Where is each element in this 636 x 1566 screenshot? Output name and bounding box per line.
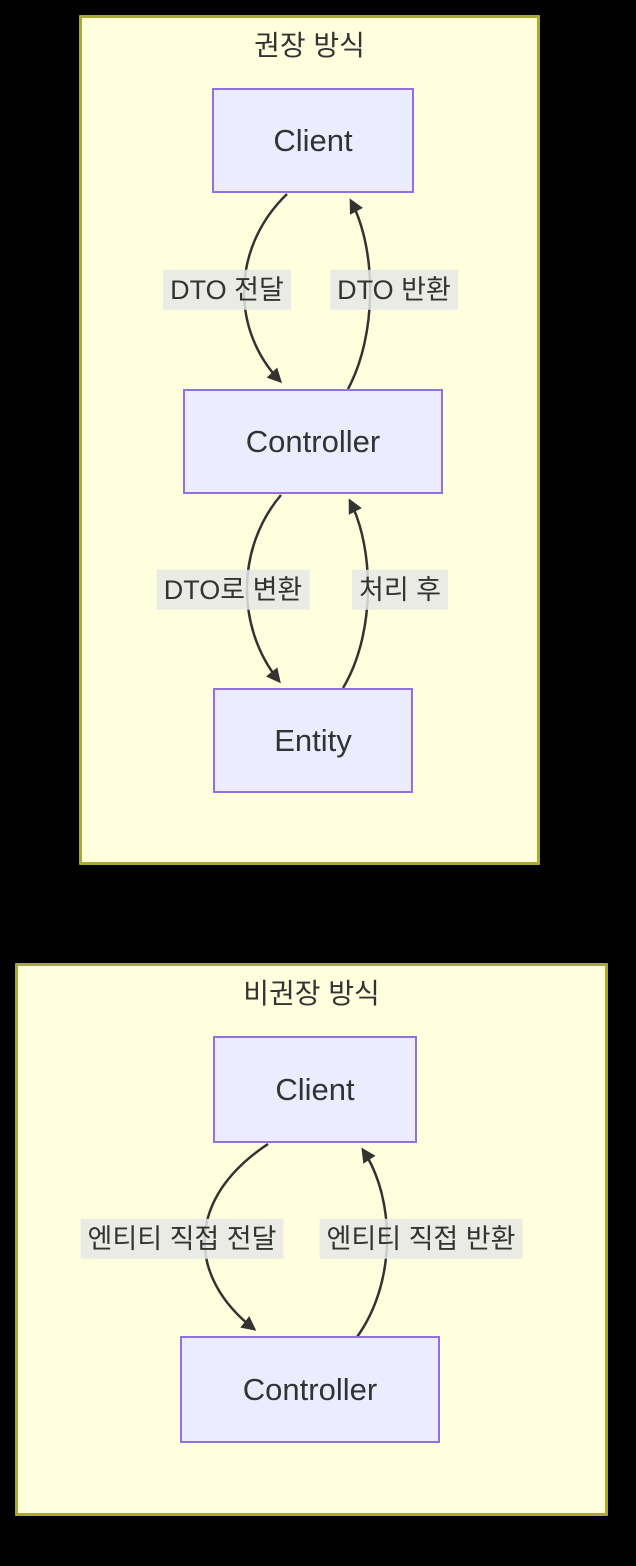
edge-label-dto-convert: DTO로 변환 [156,569,310,611]
edge-label-after-process: 처리 후 [351,569,449,611]
node-entity-label: Entity [274,722,352,758]
node-controller-bottom: Controller [180,1336,440,1443]
node-controller-top-label: Controller [245,423,381,459]
node-controller-top: Controller [183,389,443,494]
node-client-bottom: Client [213,1036,417,1143]
edge-label-entity-direct-pass: 엔티티 직접 전달 [80,1218,284,1260]
node-controller-bottom-label: Controller [242,1371,378,1407]
edge-label-dto-pass: DTO 전달 [163,269,291,311]
node-client-bottom-label: Client [275,1071,355,1107]
node-client-top: Client [212,88,414,193]
cluster-not-recommended-title: 비권장 방식 [243,978,380,1009]
node-client-top-label: Client [273,122,353,158]
cluster-recommended-title: 권장 방식 [254,30,365,61]
node-entity: Entity [213,688,413,793]
edge-label-entity-direct-return: 엔티티 직접 반환 [319,1218,523,1260]
edge-label-dto-return: DTO 반환 [330,269,458,311]
